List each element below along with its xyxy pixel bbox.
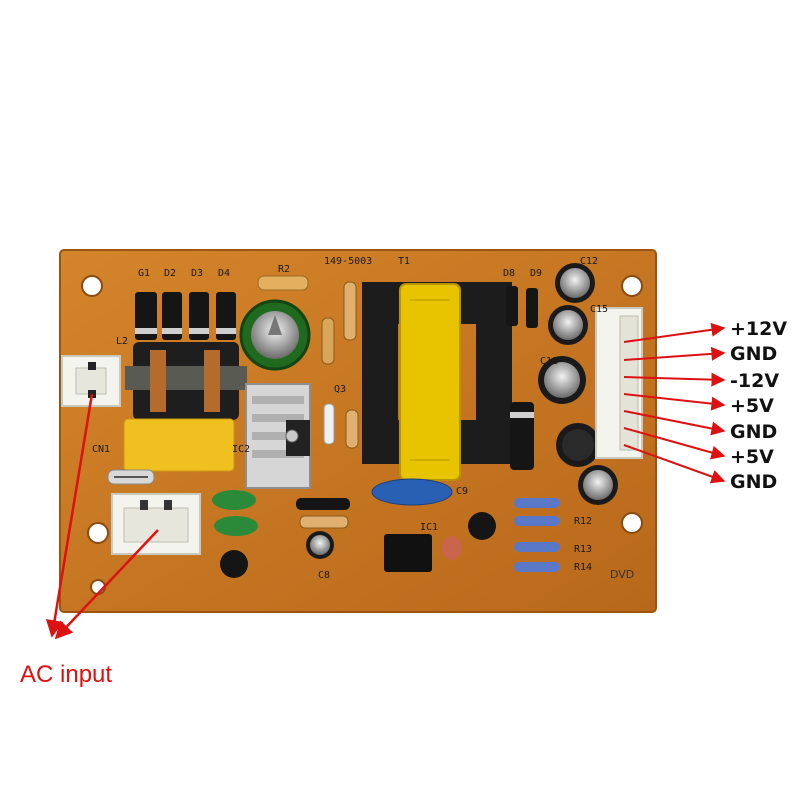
arrow-pin-7	[623, 444, 726, 484]
board-marking: DVD	[610, 568, 634, 581]
arrow-pin-2	[623, 346, 726, 361]
silk-r14: R14	[574, 562, 592, 573]
silk-t1: T1	[398, 256, 410, 267]
regulator	[468, 512, 496, 540]
silk-d8: D8	[503, 268, 515, 279]
resistors-r12-r14	[514, 498, 560, 572]
silk-cn1: CN1	[92, 444, 110, 455]
arrow-pin-3	[623, 372, 726, 387]
silk-part-no: 149-5003	[324, 256, 372, 267]
ac-input-label: AC input	[20, 661, 112, 688]
mounting-hole	[621, 275, 643, 297]
common-mode-choke	[125, 342, 247, 420]
optocoupler-ic1	[384, 534, 432, 572]
silk-c11: C11	[540, 356, 558, 367]
silk-d4: D4	[218, 268, 230, 279]
pin-label-5: GND	[730, 421, 777, 443]
silk-g1: G1	[138, 268, 150, 279]
resistors-vertical	[321, 281, 359, 449]
x-capacitor	[123, 418, 235, 472]
diode-d9	[526, 288, 538, 328]
arrow-pin-4	[623, 393, 726, 411]
pcb-board: G1 D2 D3 D4 R2 T1 149-5003 D8 D9 C12 C15…	[59, 249, 657, 613]
resistor-small	[299, 515, 349, 529]
output-arrows	[623, 322, 726, 484]
ceramic-capacitor	[442, 536, 462, 560]
arrow-pin-5	[623, 410, 726, 436]
pin-label-6: +5V	[730, 446, 774, 468]
silk-ic2: IC2	[232, 444, 250, 455]
silk-c12: C12	[580, 256, 598, 267]
arrow-pin-6	[623, 427, 726, 460]
silk-r13: R13	[574, 544, 592, 555]
silk-q3: Q3	[334, 384, 346, 395]
mounting-hole	[87, 522, 109, 544]
silk-ic1: IC1	[420, 522, 438, 533]
silk-r12: R12	[574, 516, 592, 527]
disc-capacitor	[214, 516, 258, 536]
pin-label-2: GND	[730, 343, 777, 365]
mounting-hole	[81, 275, 103, 297]
y-capacitor	[371, 478, 453, 506]
resistor-r2	[257, 275, 309, 291]
pin-label-3: -12V	[730, 370, 779, 392]
disc-capacitor	[212, 490, 256, 510]
ac-input-arrows	[45, 393, 159, 640]
silk-c15: C15	[590, 304, 608, 315]
silk-c8: C8	[318, 570, 330, 581]
bulk-capacitor	[239, 299, 311, 371]
ac-connector-bottom	[111, 493, 201, 555]
silk-d2: D2	[164, 268, 176, 279]
transformer-t1	[362, 282, 512, 481]
silk-c9: C9	[456, 486, 468, 497]
silk-d9: D9	[530, 268, 542, 279]
heatsink	[245, 383, 311, 489]
silkscreen-labels: G1 D2 D3 D4 R2 T1 149-5003 D8 D9 C12 C15…	[92, 256, 634, 581]
pin-label-1: +12V	[730, 318, 787, 340]
arrow-ac-top	[45, 393, 94, 638]
diode-d8	[506, 286, 518, 326]
arrow-ac-bottom	[54, 529, 159, 640]
silk-d3: D3	[191, 268, 203, 279]
mounting-hole	[621, 512, 643, 534]
small-capacitor	[306, 531, 334, 559]
arrow-pin-1	[623, 322, 726, 343]
output-capacitors	[538, 263, 618, 505]
diode-small	[296, 498, 350, 510]
transistor	[220, 550, 248, 578]
fuse	[107, 469, 155, 485]
output-connector	[595, 307, 643, 459]
bridge-diodes	[135, 292, 236, 340]
pin-label-7: GND	[730, 471, 777, 493]
output-pin-labels: +12V GND -12V +5V GND +5V GND	[730, 318, 787, 493]
silk-l2: L2	[116, 336, 128, 347]
rectifier-diode	[510, 402, 534, 470]
pin-label-4: +5V	[730, 395, 774, 417]
silk-r2: R2	[278, 264, 290, 275]
